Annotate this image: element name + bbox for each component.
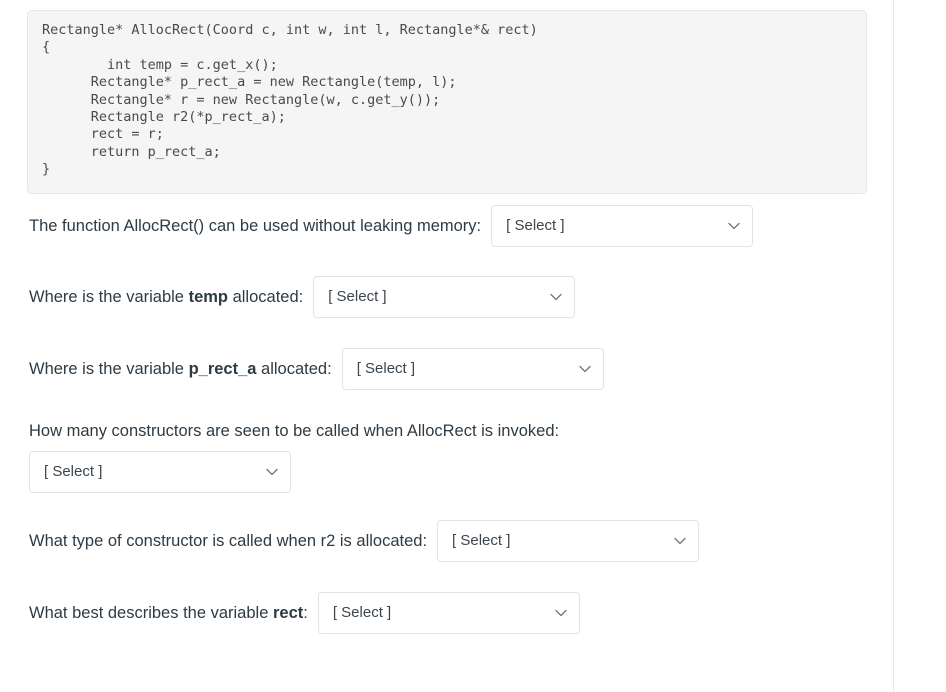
chevron-down-icon [579,363,591,375]
question-4-prefix: How many constructors are seen to be cal… [29,422,560,440]
question-6-select[interactable]: [ Select ] [317,592,580,634]
question-3-prefix: Where is the variable [29,360,189,378]
question-2-select[interactable]: [ Select ] [313,276,576,318]
question-4-select[interactable]: [ Select ] [29,451,291,493]
question-2-prefix: Where is the variable [29,288,189,306]
question-row-4: How many constructors are seen to be cal… [29,420,859,493]
question-row-2: Where is the variable temp allocated: [ … [29,276,576,318]
question-2-emphasis: temp [188,288,228,306]
question-row-3: Where is the variable p_rect_a allocated… [29,348,604,390]
question-6-label: What best describes the variable rect: [29,602,308,624]
question-1-label: The function AllocRect() can be used wit… [29,215,481,237]
question-row-5: What type of constructor is called when … [29,520,700,562]
question-1-select-value: [ Select ] [506,217,565,234]
question-3-select[interactable]: [ Select ] [341,348,604,390]
question-2-suffix: allocated: [228,288,304,306]
question-5-select[interactable]: [ Select ] [437,520,700,562]
question-5-label: What type of constructor is called when … [29,530,427,552]
question-3-label: Where is the variable p_rect_a allocated… [29,358,332,380]
chevron-down-icon [555,607,567,619]
question-2-select-value: [ Select ] [328,288,387,305]
question-6-emphasis: rect [272,604,304,622]
question-3-suffix: allocated: [256,360,332,378]
question-3-select-value: [ Select ] [356,360,416,377]
code-sample-block: Rectangle* AllocRect(Coord c, int w, int… [27,10,867,194]
chevron-down-icon [674,535,686,547]
chevron-down-icon [728,220,740,232]
question-1-select[interactable]: [ Select ] [491,205,754,247]
question-6-prefix: What best describes the variable [29,604,273,622]
question-3-emphasis: p_rect_a [188,360,257,378]
question-row-1: The function AllocRect() can be used wit… [29,205,754,247]
question-2-label: Where is the variable temp allocated: [29,286,303,308]
question-5-select-value: [ Select ] [452,532,511,549]
chevron-down-icon [550,291,562,303]
code-sample-text: Rectangle* AllocRect(Coord c, int w, int… [42,22,538,178]
question-6-suffix: : [303,604,308,622]
chevron-down-icon [266,466,278,478]
page-divider-rule [893,0,894,692]
question-5-prefix: What type of constructor is called when … [29,532,428,550]
quiz-question-body: Rectangle* AllocRect(Coord c, int w, int… [27,10,867,634]
question-1-prefix: The function AllocRect() can be used wit… [29,217,482,235]
question-4-label: How many constructors are seen to be cal… [29,420,859,442]
question-row-6: What best describes the variable rect: [… [29,592,580,634]
question-6-select-value: [ Select ] [332,604,392,621]
question-4-select-value: [ Select ] [44,463,103,480]
